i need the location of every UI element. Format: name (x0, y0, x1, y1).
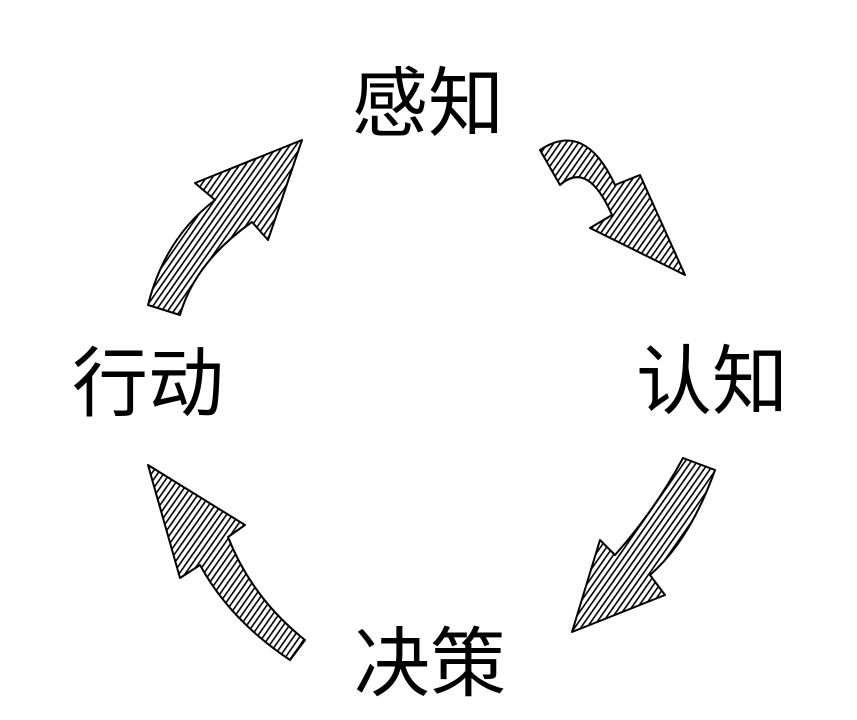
arrow-cognition-to-decision (571, 457, 716, 633)
stage-label-cognition: 认知 (636, 337, 788, 426)
stage-label-perception: 感知 (352, 59, 504, 148)
stage-label-action: 行动 (72, 339, 224, 428)
arrow-perception-to-cognition (539, 139, 686, 276)
stage-label-decision: 决策 (354, 619, 506, 708)
arrow-action-to-perception (147, 139, 303, 316)
arrow-decision-to-action (147, 464, 306, 661)
